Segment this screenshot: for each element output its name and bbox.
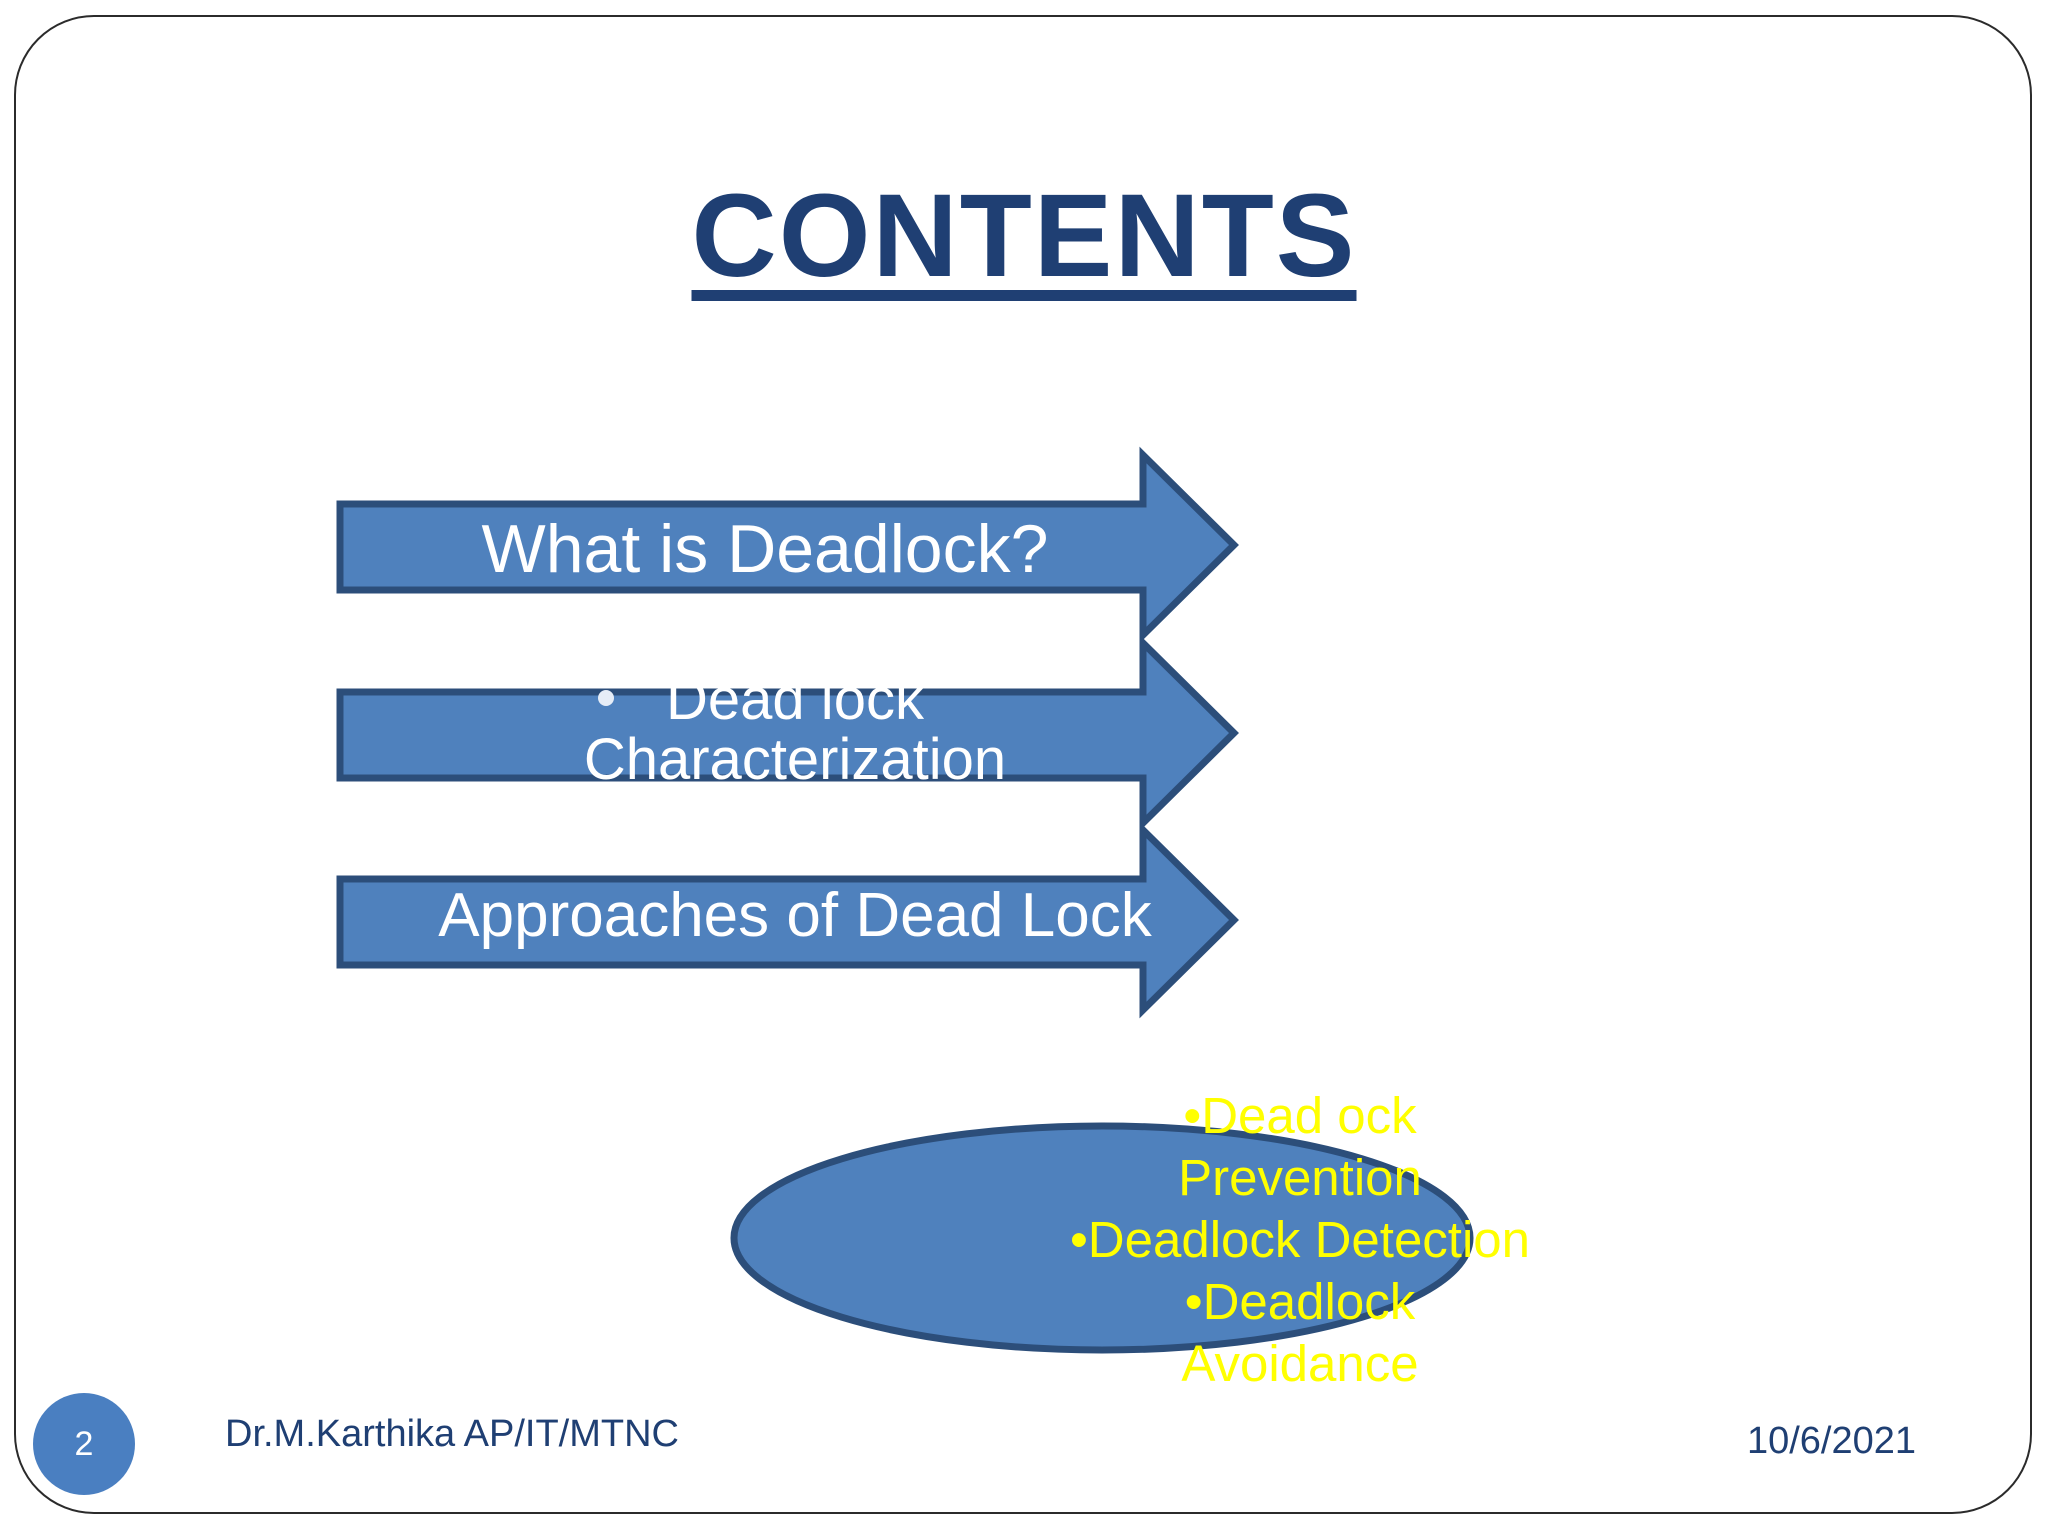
bullet-dot [598, 690, 614, 706]
arrow-label-dead-lock: Dead lock [666, 667, 924, 732]
footer-author: Dr.M.Karthika AP/IT/MTNC [225, 1413, 679, 1455]
oval-line-deadlock: •Deadlock [1184, 1273, 1416, 1330]
arrow-deadlock-characterization [336, 634, 1239, 832]
oval-line-prevention: Prevention [1178, 1149, 1422, 1206]
slide-title-text: CONTENTS [691, 170, 1357, 302]
slide-frame [14, 15, 2032, 1514]
arrow-label-approaches: Approaches of Dead Lock [438, 881, 1152, 950]
oval-line-dead-ock: •Dead ock [1183, 1087, 1417, 1144]
page-number: 2 [74, 1424, 94, 1463]
arrow-what-is-deadlock [336, 446, 1239, 644]
oval-line-avoidance: Avoidance [1181, 1335, 1419, 1392]
footer-date: 10/6/2021 [1746, 1420, 1916, 1462]
arrow-label-characterization: Characterization [583, 727, 1007, 792]
page-number-badge: 2 [33, 1393, 135, 1495]
approaches-oval [730, 1122, 1474, 1354]
arrow-label-what-is-deadlock: What is Deadlock? [481, 511, 1049, 587]
slide-title: CONTENTS [0, 168, 2048, 304]
arrow-approaches-of-dead-lock [336, 821, 1239, 1019]
oval-line-deadlock-detection: •Deadlock Detection [1069, 1211, 1531, 1268]
